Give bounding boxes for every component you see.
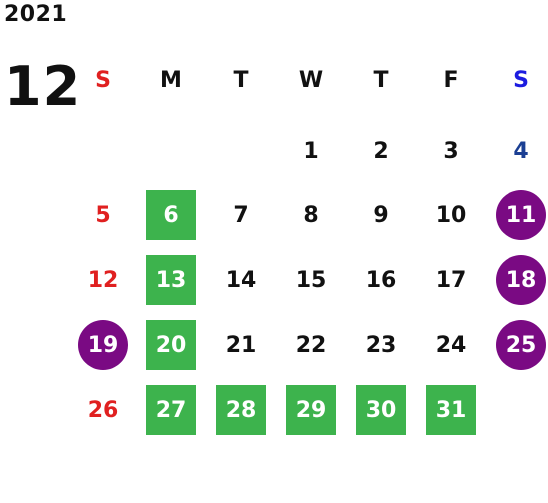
day-cell-27[interactable]: 27 — [146, 385, 196, 435]
day-cell-18[interactable]: 18 — [496, 255, 546, 305]
day-cell-26[interactable]: 26 — [87, 397, 119, 423]
weekday-header-fri: F — [443, 67, 459, 93]
day-cell-14[interactable]: 14 — [225, 267, 257, 293]
day-cell-23[interactable]: 23 — [365, 332, 397, 358]
calendar-year: 2021 — [4, 2, 68, 27]
day-cell-10[interactable]: 10 — [435, 202, 467, 228]
day-cell-22[interactable]: 22 — [295, 332, 327, 358]
day-cell-29[interactable]: 29 — [286, 385, 336, 435]
day-cell-25[interactable]: 25 — [496, 320, 546, 370]
weekday-header-wed: W — [298, 67, 324, 93]
day-cell-16[interactable]: 16 — [365, 267, 397, 293]
day-cell-5[interactable]: 5 — [95, 202, 111, 228]
day-cell-17[interactable]: 17 — [435, 267, 467, 293]
day-cell-21[interactable]: 21 — [225, 332, 257, 358]
day-cell-9[interactable]: 9 — [373, 202, 389, 228]
day-cell-4[interactable]: 4 — [513, 138, 529, 164]
day-cell-13[interactable]: 13 — [146, 255, 196, 305]
day-cell-7[interactable]: 7 — [233, 202, 249, 228]
day-cell-2[interactable]: 2 — [373, 138, 389, 164]
day-cell-1[interactable]: 1 — [303, 138, 319, 164]
day-cell-20[interactable]: 20 — [146, 320, 196, 370]
day-cell-6[interactable]: 6 — [146, 190, 196, 240]
weekday-header-sun: S — [95, 67, 111, 93]
day-cell-12[interactable]: 12 — [87, 267, 119, 293]
weekday-header-sat: S — [513, 67, 529, 93]
day-cell-31[interactable]: 31 — [426, 385, 476, 435]
weekday-header-tue: T — [233, 67, 249, 93]
day-cell-3[interactable]: 3 — [443, 138, 459, 164]
day-cell-15[interactable]: 15 — [295, 267, 327, 293]
day-cell-8[interactable]: 8 — [303, 202, 319, 228]
day-cell-28[interactable]: 28 — [216, 385, 266, 435]
weekday-header-thu: T — [373, 67, 389, 93]
day-cell-30[interactable]: 30 — [356, 385, 406, 435]
day-cell-11[interactable]: 11 — [496, 190, 546, 240]
day-cell-19[interactable]: 19 — [78, 320, 128, 370]
weekday-header-mon: M — [160, 67, 182, 93]
calendar-month: 12 — [4, 55, 82, 118]
day-cell-24[interactable]: 24 — [435, 332, 467, 358]
